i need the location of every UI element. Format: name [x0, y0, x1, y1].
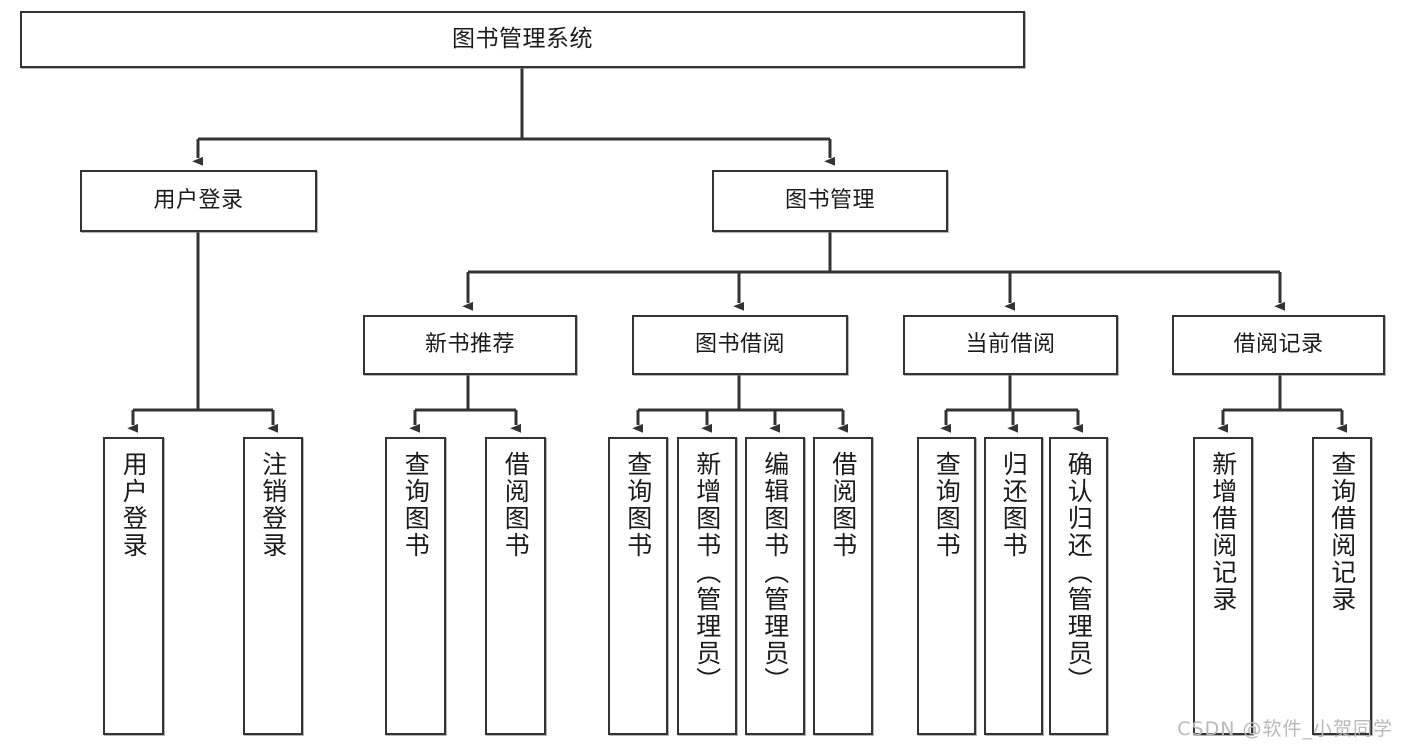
node-leaf-add-record-label: 新增借阅记录 — [1208, 451, 1238, 613]
node-book-borrow-label: 图书借阅 — [694, 332, 785, 358]
node-borrow-record-label: 借阅记录 — [1233, 332, 1324, 358]
node-leaf-user-logout-label: 注销登录 — [258, 451, 288, 559]
node-leaf-query-book-1-label: 查询图书 — [401, 451, 431, 559]
node-leaf-borrow-book-1[interactable]: 借阅图书 — [485, 437, 546, 735]
node-book-manage[interactable]: 图书管理 — [712, 170, 948, 232]
node-leaf-borrow-book-1-label: 借阅图书 — [501, 451, 531, 559]
node-user-login-label: 用户登录 — [153, 188, 244, 214]
node-leaf-edit-book[interactable]: 编辑图书（管理员） — [745, 437, 805, 735]
node-leaf-user-login[interactable]: 用户登录 — [103, 437, 164, 735]
node-book-manage-label: 图书管理 — [784, 188, 875, 214]
node-leaf-borrow-book-2[interactable]: 借阅图书 — [813, 437, 873, 735]
node-borrow-record[interactable]: 借阅记录 — [1172, 315, 1385, 375]
node-leaf-add-book-label: 新增图书（管理员） — [692, 451, 722, 694]
node-new-book-recommend-label: 新书推荐 — [424, 332, 515, 358]
node-leaf-user-logout[interactable]: 注销登录 — [243, 437, 303, 735]
node-leaf-query-record[interactable]: 查询借阅记录 — [1312, 437, 1372, 735]
node-leaf-return-book-label: 归还图书 — [999, 451, 1029, 559]
node-leaf-query-book-2[interactable]: 查询图书 — [608, 437, 668, 735]
node-leaf-confirm-return[interactable]: 确认归还（管理员） — [1049, 437, 1108, 735]
node-current-borrow[interactable]: 当前借阅 — [903, 315, 1118, 375]
node-leaf-confirm-return-label: 确认归还（管理员） — [1064, 451, 1094, 694]
node-leaf-borrow-book-2-label: 借阅图书 — [828, 451, 858, 559]
node-current-borrow-label: 当前借阅 — [965, 332, 1056, 358]
node-leaf-user-login-label: 用户登录 — [119, 451, 149, 559]
node-new-book-recommend[interactable]: 新书推荐 — [363, 315, 577, 375]
watermark: CSDN @软件_小贺同学 — [1177, 718, 1393, 740]
node-leaf-add-record[interactable]: 新增借阅记录 — [1193, 437, 1253, 735]
node-root-label: 图书管理系统 — [452, 25, 593, 52]
node-leaf-query-record-label: 查询借阅记录 — [1327, 451, 1357, 613]
node-leaf-query-book-3-label: 查询图书 — [932, 451, 962, 559]
node-leaf-edit-book-label: 编辑图书（管理员） — [760, 451, 790, 694]
node-user-login[interactable]: 用户登录 — [80, 170, 317, 232]
node-leaf-return-book[interactable]: 归还图书 — [984, 437, 1043, 735]
node-leaf-query-book-1[interactable]: 查询图书 — [385, 437, 446, 735]
node-root[interactable]: 图书管理系统 — [20, 11, 1025, 68]
node-leaf-query-book-2-label: 查询图书 — [623, 451, 653, 559]
node-leaf-query-book-3[interactable]: 查询图书 — [917, 437, 976, 735]
node-book-borrow[interactable]: 图书借阅 — [632, 315, 848, 375]
node-leaf-add-book[interactable]: 新增图书（管理员） — [677, 437, 737, 735]
